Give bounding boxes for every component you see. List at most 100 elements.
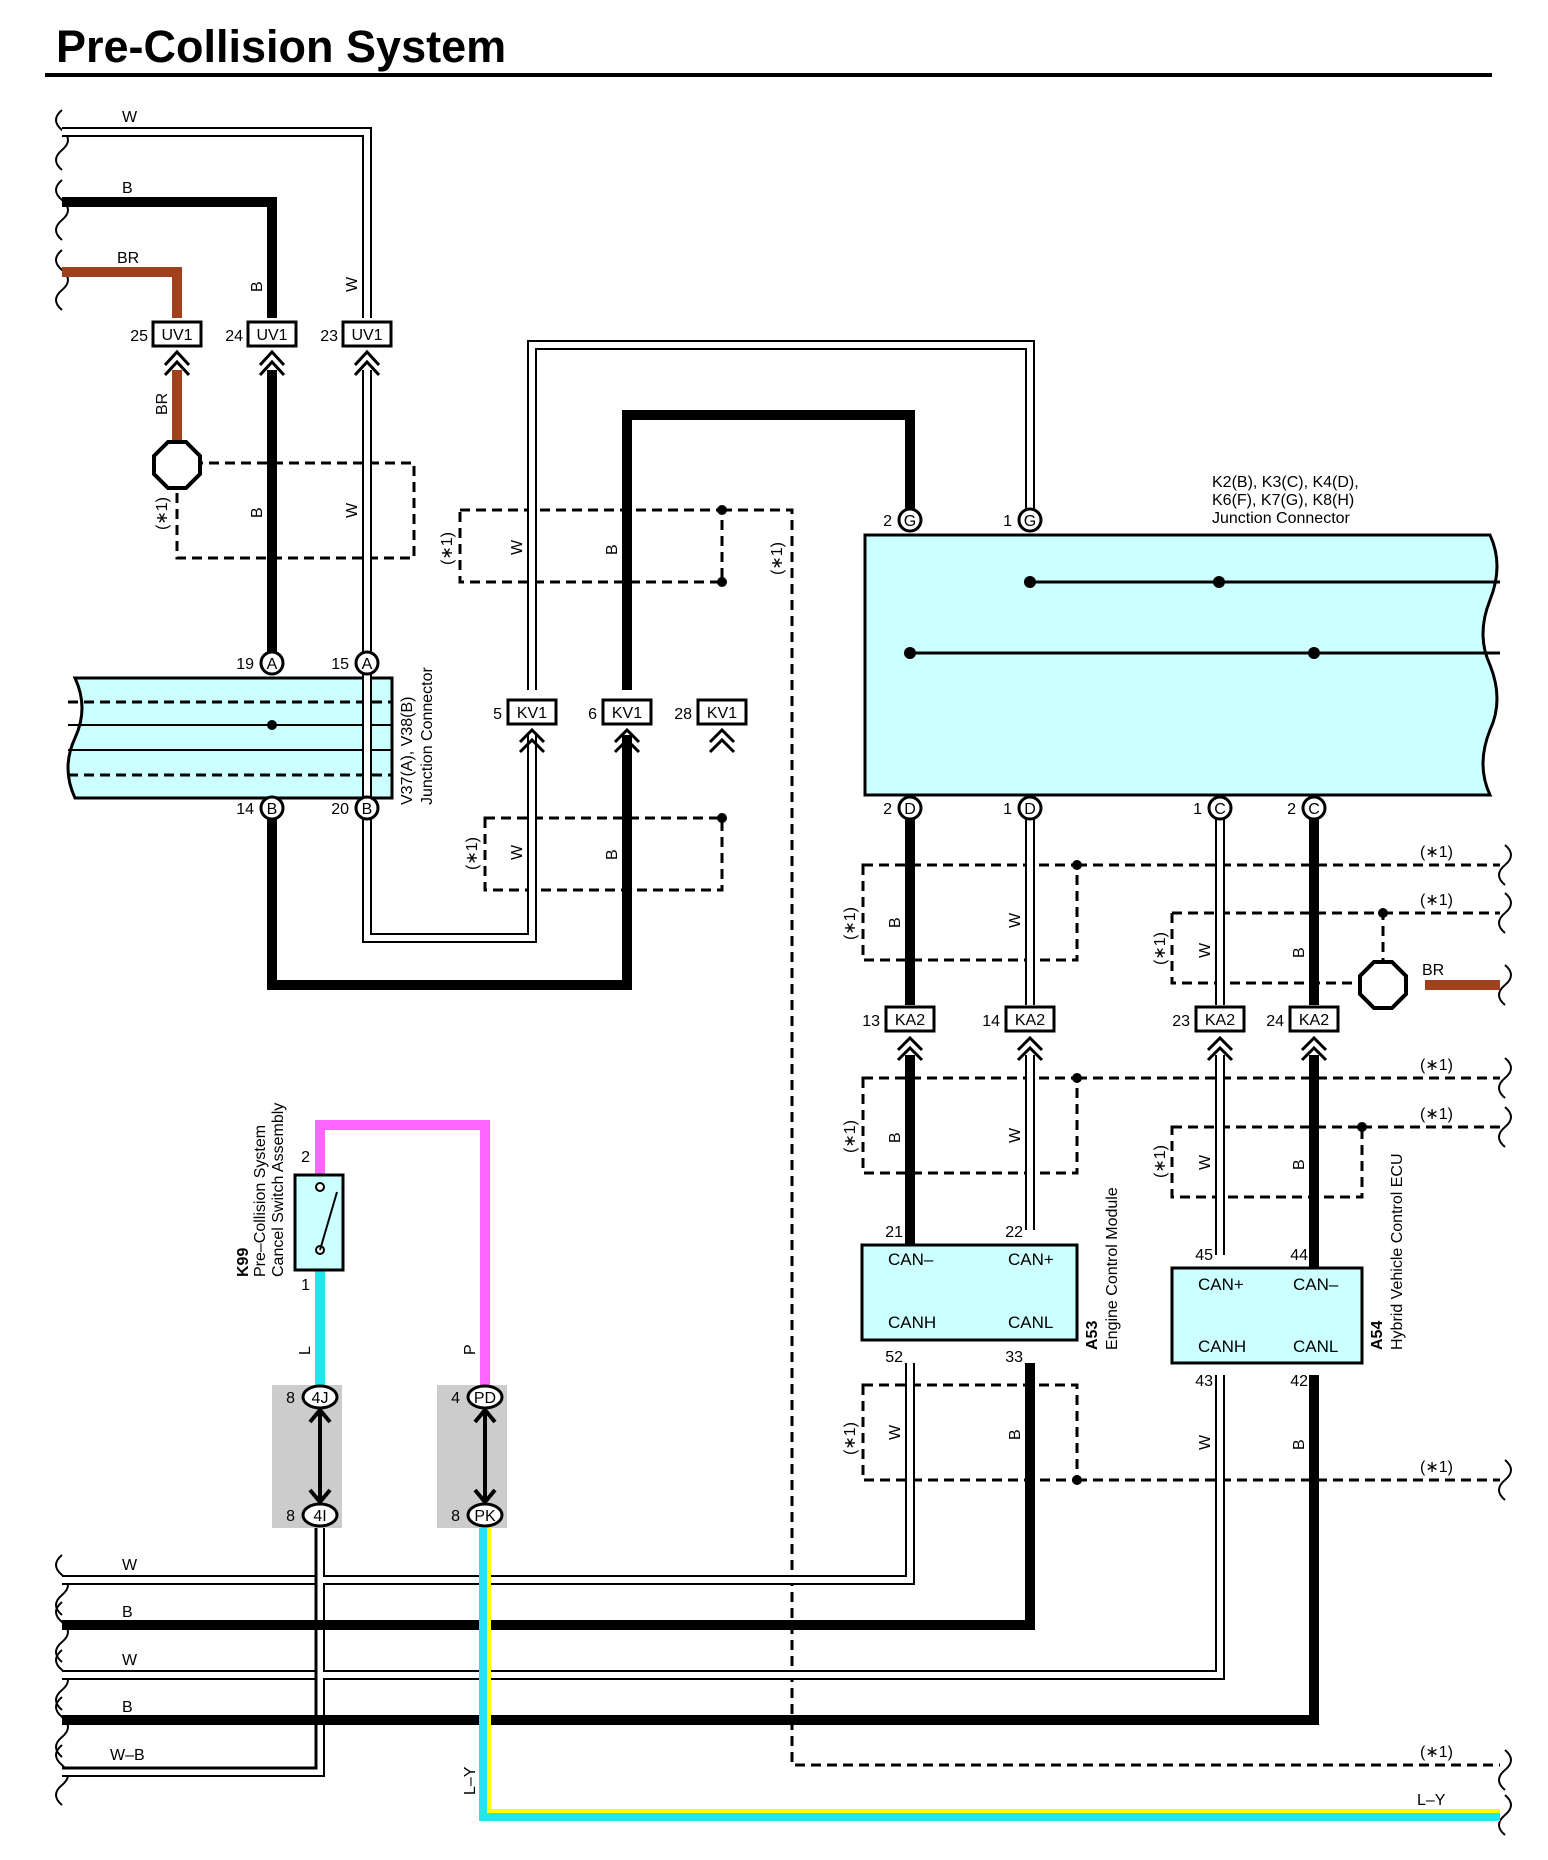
svg-text:Engine Control Module: Engine Control Module xyxy=(1104,1187,1121,1350)
svg-text:4J: 4J xyxy=(312,1390,329,1407)
svg-text:KA2: KA2 xyxy=(1205,1012,1235,1029)
svg-text:44: 44 xyxy=(1290,1247,1308,1264)
svg-text:45: 45 xyxy=(1195,1247,1213,1264)
svg-text:B: B xyxy=(122,180,133,197)
svg-text:W: W xyxy=(1007,912,1024,928)
svg-text:CAN+: CAN+ xyxy=(1198,1275,1244,1294)
svg-text:CAN+: CAN+ xyxy=(1008,1250,1054,1269)
svg-text:KV1: KV1 xyxy=(517,705,547,722)
engine-control-module: CAN– CAN+ CANH CANL 21 22 52 33 A53 Engi… xyxy=(860,1187,1121,1366)
svg-text:CANL: CANL xyxy=(1293,1337,1338,1356)
shield-junction-dots xyxy=(717,505,1388,1485)
page-title: Pre-Collision System xyxy=(56,21,506,72)
svg-text:BR: BR xyxy=(117,250,139,267)
switch-name-1: Pre–Collision System xyxy=(252,1125,269,1277)
svg-text:W: W xyxy=(887,1424,904,1440)
junction-v-label-1: V37(A), V38(B) xyxy=(399,697,416,805)
svg-text:B: B xyxy=(604,849,621,860)
svg-text:W: W xyxy=(1197,1154,1214,1170)
svg-text:KA2: KA2 xyxy=(895,1012,925,1029)
svg-text:C: C xyxy=(1308,801,1320,818)
junction-connector-k: K2(B), K3(C), K4(D), K6(F), K7(G), K8(H)… xyxy=(863,474,1500,797)
svg-text:2: 2 xyxy=(883,801,892,818)
svg-text:(∗1): (∗1) xyxy=(1420,892,1453,909)
switch-name-2: Cancel Switch Assembly xyxy=(270,1103,287,1277)
uv1-25-label: UV1 xyxy=(161,327,192,344)
svg-text:W: W xyxy=(1197,1434,1214,1450)
svg-text:P: P xyxy=(462,1344,479,1355)
svg-text:14: 14 xyxy=(982,1013,1000,1030)
svg-text:CANH: CANH xyxy=(1198,1337,1246,1356)
svg-text:19: 19 xyxy=(236,656,254,673)
junction-k-label-1: K2(B), K3(C), K4(D), xyxy=(1212,474,1359,491)
svg-text:24: 24 xyxy=(225,328,243,345)
svg-text:(∗1): (∗1) xyxy=(1152,932,1169,965)
svg-text:CANH: CANH xyxy=(888,1313,936,1332)
svg-text:(∗1): (∗1) xyxy=(1420,1744,1453,1761)
svg-text:PK: PK xyxy=(474,1508,496,1525)
svg-text:B: B xyxy=(362,801,373,818)
svg-text:G: G xyxy=(1024,513,1036,530)
splice-octagons xyxy=(152,440,1408,1010)
horizontal-wire-labels: W B BR BR W B W B W–B L–Y xyxy=(110,109,1446,1809)
svg-text:KA2: KA2 xyxy=(1299,1012,1329,1029)
svg-text:W: W xyxy=(344,502,361,518)
svg-text:8: 8 xyxy=(451,1508,460,1525)
svg-text:CAN–: CAN– xyxy=(1293,1275,1339,1294)
svg-text:B: B xyxy=(1007,1429,1024,1440)
svg-text:W: W xyxy=(122,1652,138,1669)
circle-terminals: A 19 A 15 B 14 B 20 G 2 G 1 xyxy=(236,507,1327,821)
svg-text:C: C xyxy=(1214,801,1226,818)
star1-annotations: (∗1) (∗1) (∗1) (∗1) (∗1) (∗1) (∗1) (∗1) … xyxy=(154,497,1453,1761)
svg-text:42: 42 xyxy=(1290,1373,1308,1390)
svg-text:2: 2 xyxy=(301,1149,310,1166)
svg-text:B: B xyxy=(887,917,904,928)
svg-text:(∗1): (∗1) xyxy=(439,532,456,565)
svg-text:(∗1): (∗1) xyxy=(842,1120,859,1153)
svg-text:W: W xyxy=(122,1557,138,1574)
junction-connector-v37-v38: V37(A), V38(B) Junction Connector xyxy=(66,666,436,805)
svg-text:(∗1): (∗1) xyxy=(842,907,859,940)
svg-text:D: D xyxy=(904,801,916,818)
junction-k-label-2: K6(F), K7(G), K8(H) xyxy=(1212,492,1354,509)
svg-text:(∗1): (∗1) xyxy=(842,1422,859,1455)
svg-text:L: L xyxy=(297,1346,314,1355)
svg-text:W–B: W–B xyxy=(110,1747,145,1764)
uv1-24-label: UV1 xyxy=(256,327,287,344)
svg-text:PD: PD xyxy=(474,1390,496,1407)
svg-text:B: B xyxy=(1291,947,1308,958)
svg-text:6: 6 xyxy=(588,706,597,723)
vertical-wire-labels: B W BR B W W B W B B W W B B W W B W B W… xyxy=(154,276,1308,1795)
svg-text:8: 8 xyxy=(286,1508,295,1525)
svg-text:A: A xyxy=(362,656,373,673)
svg-text:B: B xyxy=(887,1132,904,1143)
svg-text:W: W xyxy=(1197,942,1214,958)
svg-text:52: 52 xyxy=(885,1349,903,1366)
svg-text:1: 1 xyxy=(1193,801,1202,818)
svg-text:2: 2 xyxy=(1287,801,1296,818)
svg-text:BR: BR xyxy=(1422,962,1444,979)
svg-text:B: B xyxy=(249,281,266,292)
switch-wires xyxy=(315,1120,1500,1821)
svg-text:20: 20 xyxy=(331,801,349,818)
svg-text:A: A xyxy=(267,656,278,673)
svg-text:A53: A53 xyxy=(1084,1321,1101,1350)
svg-text:(∗1): (∗1) xyxy=(1152,1145,1169,1178)
svg-text:W: W xyxy=(509,844,526,860)
svg-text:CANL: CANL xyxy=(1008,1313,1053,1332)
svg-text:22: 22 xyxy=(1005,1224,1023,1241)
svg-text:23: 23 xyxy=(1172,1013,1190,1030)
svg-text:21: 21 xyxy=(885,1224,903,1241)
svg-text:1: 1 xyxy=(1003,801,1012,818)
svg-text:Hybrid Vehicle Control ECU: Hybrid Vehicle Control ECU xyxy=(1389,1153,1406,1350)
white-wires xyxy=(62,127,1225,1777)
svg-text:4: 4 xyxy=(451,1390,460,1407)
title-block: Pre-Collision System xyxy=(45,21,1492,77)
junction-v-label-2: Junction Connector xyxy=(419,666,436,805)
svg-text:(∗1): (∗1) xyxy=(154,497,171,530)
svg-text:(∗1): (∗1) xyxy=(1420,1106,1453,1123)
svg-text:KV1: KV1 xyxy=(707,705,737,722)
svg-text:(∗1): (∗1) xyxy=(464,837,481,870)
svg-text:2: 2 xyxy=(883,513,892,530)
wb-wire-stripe xyxy=(62,1528,318,1770)
